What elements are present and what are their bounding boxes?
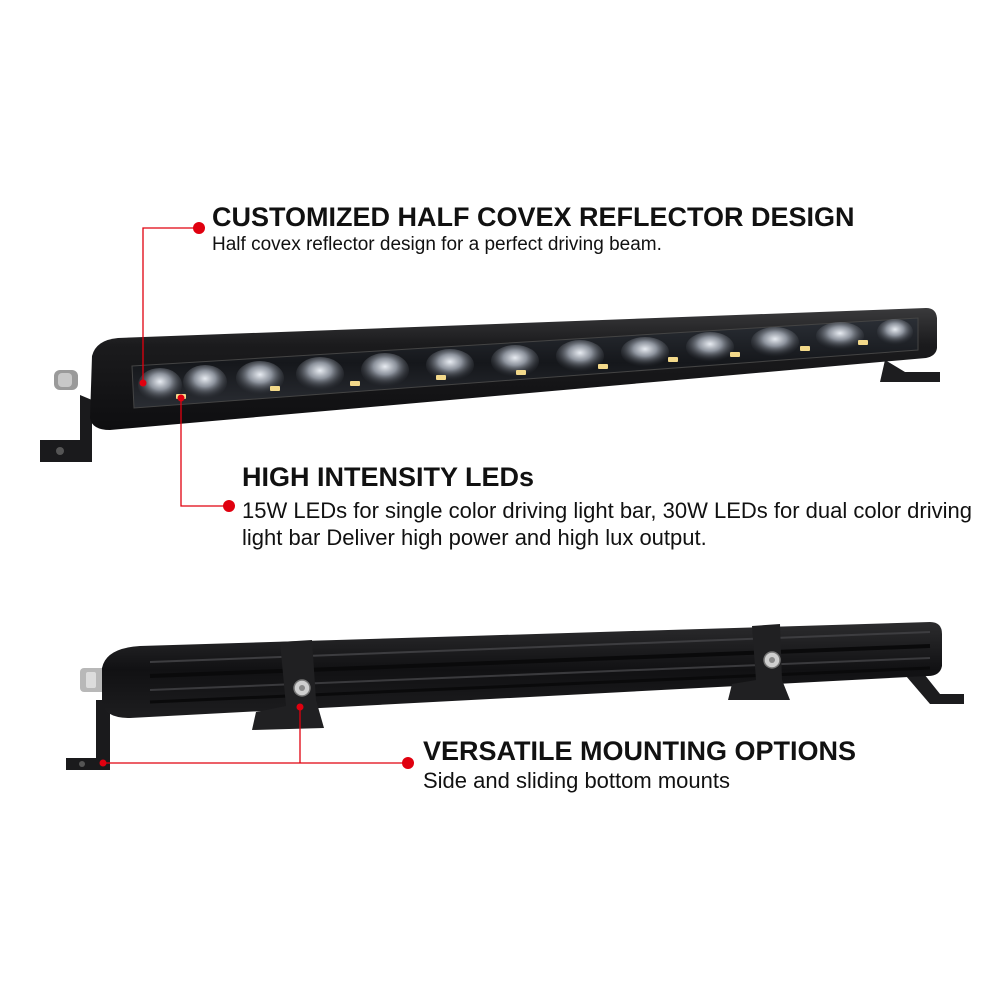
feature-reflector: CUSTOMIZED HALF COVEX REFLECTOR DESIGN H… [212,204,855,256]
callout-dots [99,222,414,769]
callout-dot-reflector-end [139,379,147,387]
feature-leds-title: HIGH INTENSITY LEDs [242,462,535,492]
callouts [103,227,408,764]
feature-leds: HIGH INTENSITY LEDs 15W LEDs for single … [242,464,982,552]
feature-reflector-description: Half covex reflector design for a perfec… [212,234,662,255]
callout-line-reflector [142,227,199,383]
callout-dot-mounting [402,757,414,769]
feature-leds-description: 15W LEDs for single color driving light … [242,498,972,550]
feature-mounting: VERSATILE MOUNTING OPTIONS Side and slid… [423,738,856,795]
feature-mounting-description: Side and sliding bottom mounts [423,768,730,793]
callout-dot-mounting-end [99,759,107,767]
reflector-array [138,319,913,402]
led-array [176,340,868,399]
callout-dot-mount-end [296,703,304,711]
callout-line-leds [180,398,229,507]
light-bar-front [40,308,940,462]
feature-mounting-title: VERSATILE MOUNTING OPTIONS [423,736,857,766]
feature-reflector-title: CUSTOMIZED HALF COVEX REFLECTOR DESIGN [212,202,855,232]
light-bar-rear [66,622,964,770]
callout-dot-reflector [193,222,205,234]
callout-dot-leds-end [177,394,185,402]
callout-dot-leds [223,500,235,512]
